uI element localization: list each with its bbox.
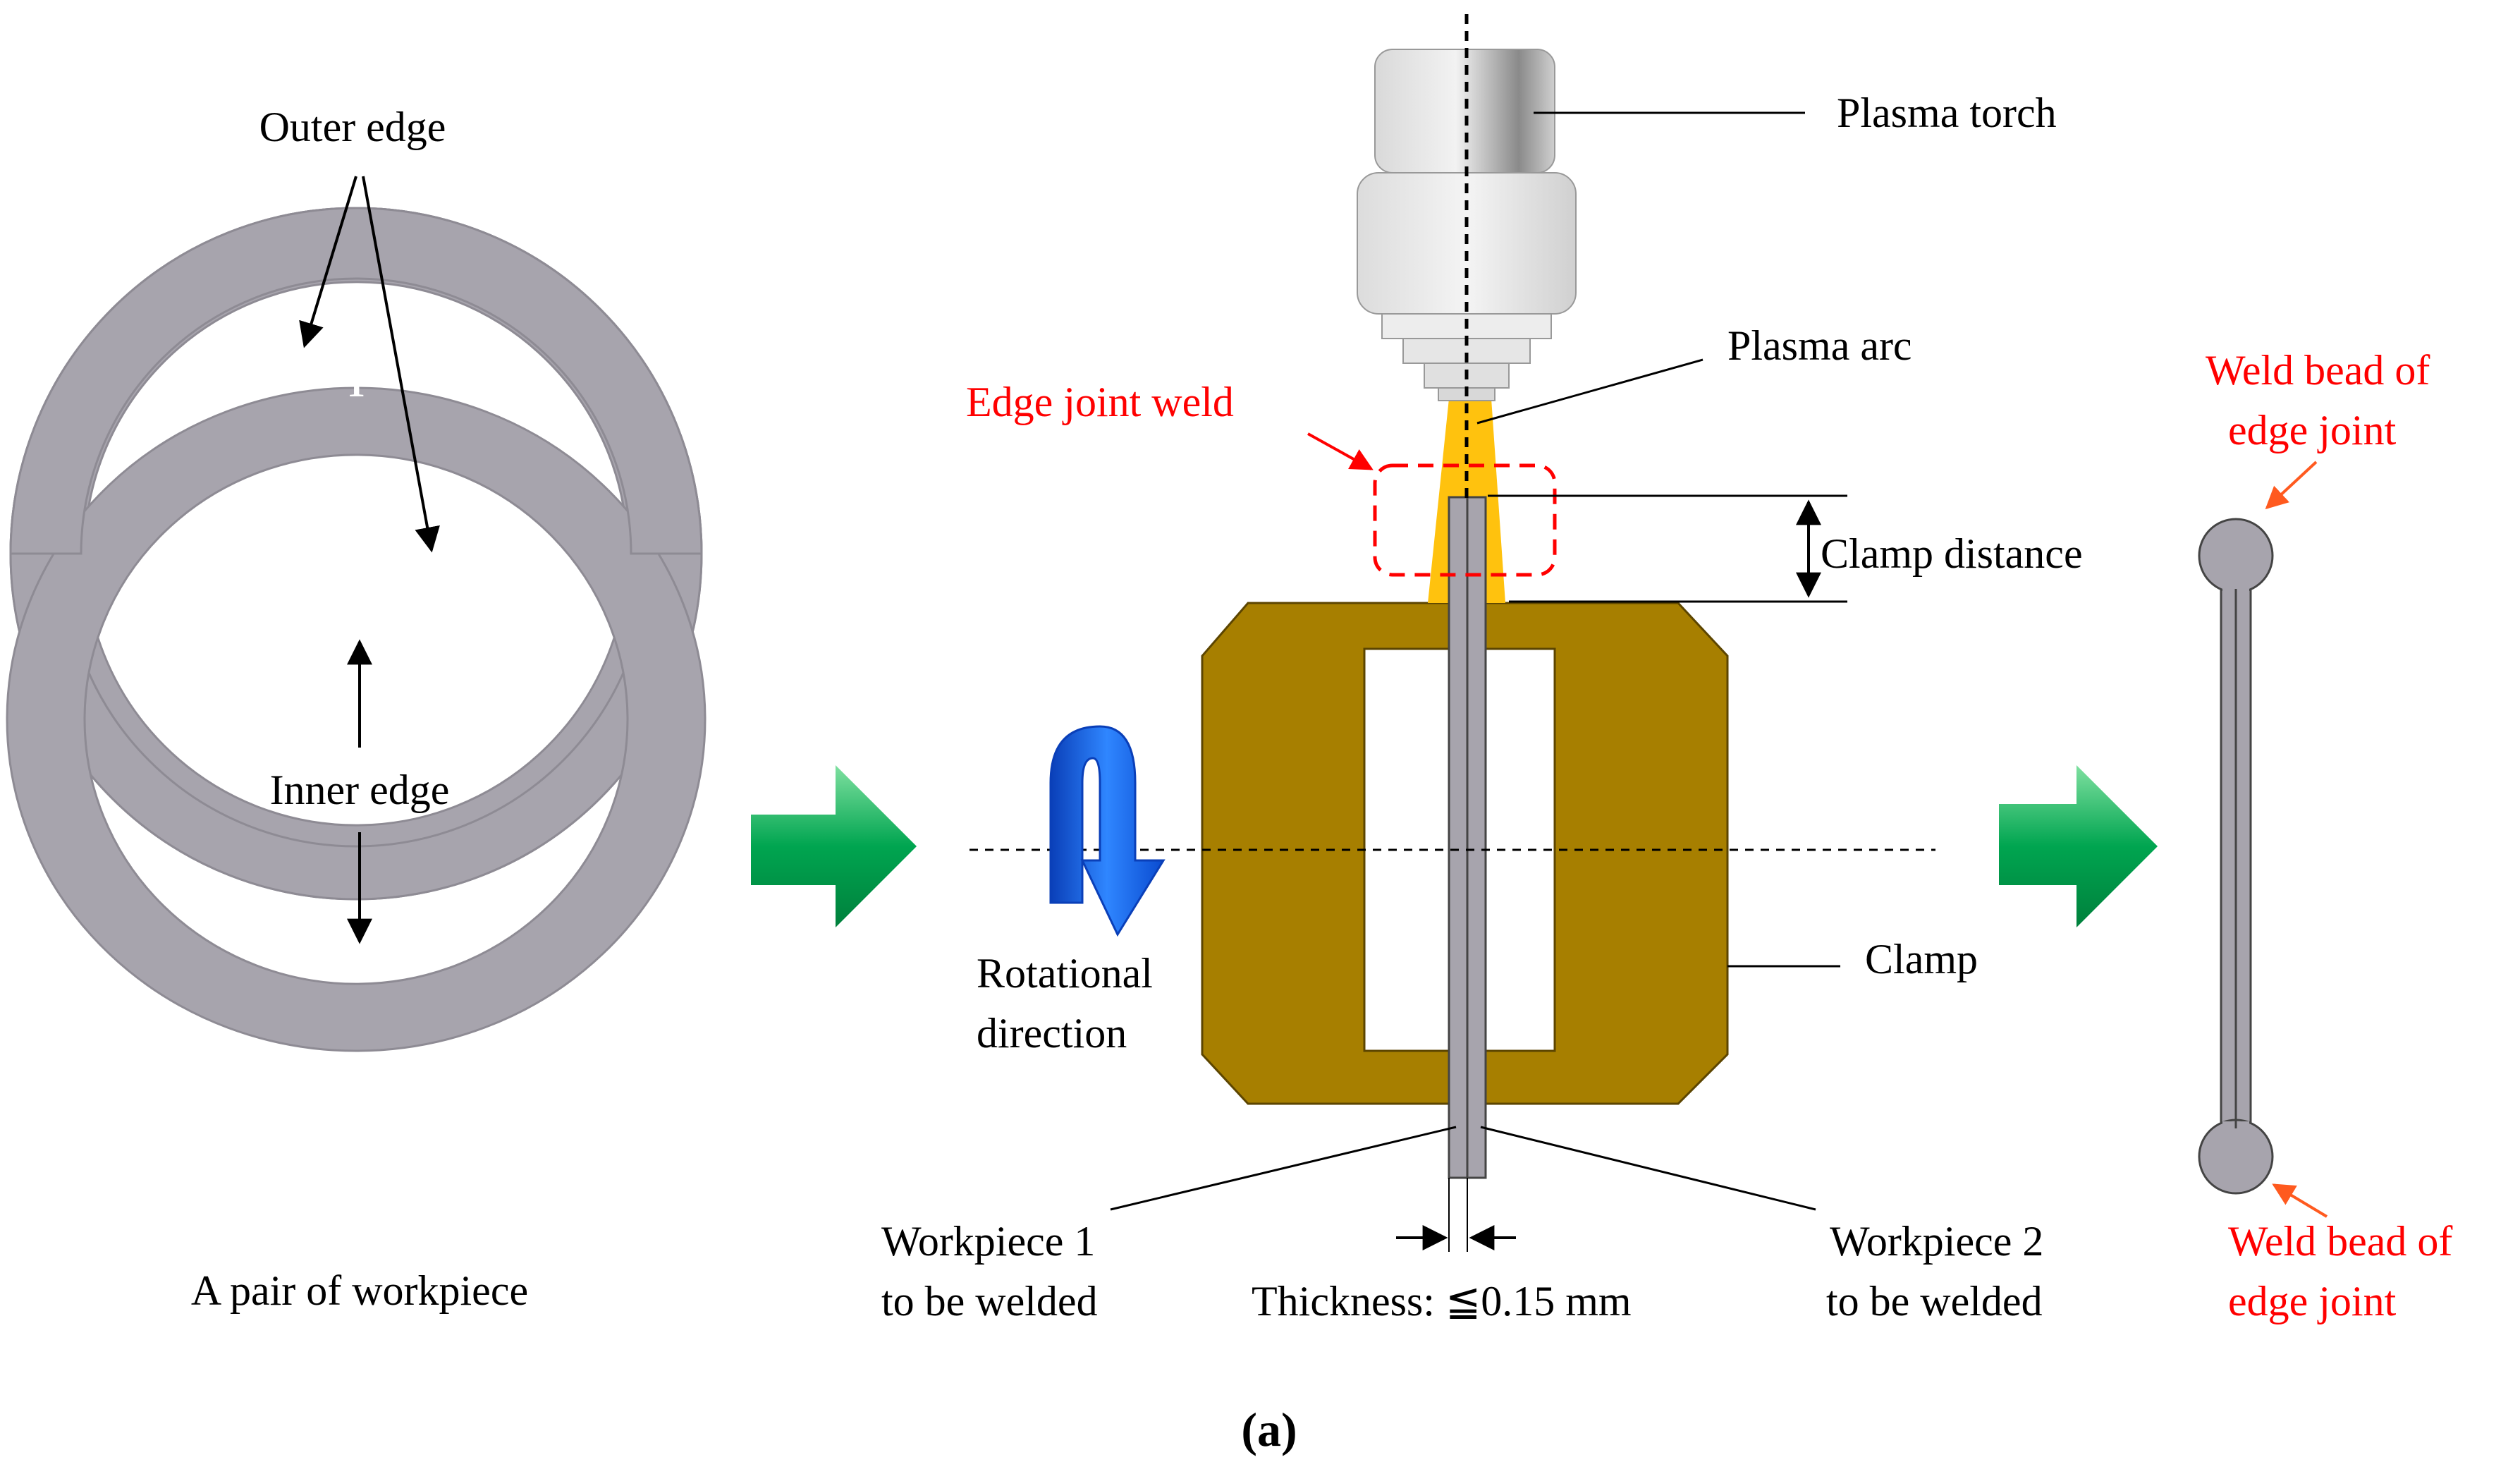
plasma-arc-leader: [1476, 358, 1704, 425]
ring-pair: [6, 207, 707, 1052]
edge-joint-weld-arrow: [1307, 432, 1374, 470]
weld-bead-top-line1: Weld bead of: [2206, 347, 2430, 394]
plasma-torch-label: Plasma torch: [1837, 90, 2057, 136]
weld-bead-bottom-line2: edge joint: [2228, 1278, 2397, 1324]
rotational-direction-line2: direction: [977, 1010, 1127, 1056]
edge-joint-weld-box: [1373, 463, 1557, 577]
ring-2-number: 2: [347, 562, 365, 602]
outer-edge-arrow-2: [362, 176, 440, 553]
thickness-label: Thickness: ≦0.15 mm: [1252, 1278, 1632, 1324]
weld-bead-bottom-line1: Weld bead of: [2228, 1218, 2452, 1265]
clamp-label: Clamp: [1865, 936, 1978, 982]
workpiece-1-leader: [1110, 1126, 1457, 1211]
clamp-distance-label: Clamp distance: [1821, 530, 2083, 577]
workpiece-1-line1: Workpiece 1: [881, 1218, 1095, 1265]
figure-caption: (a): [1241, 1403, 1297, 1456]
workpiece-2-leader: [1480, 1126, 1816, 1211]
workpiece-ring-1-overlap: [9, 207, 703, 555]
edge-joint-weld-label: Edge joint weld: [966, 379, 1234, 425]
weld-bead-top-arrow: [2265, 461, 2318, 510]
rotational-direction-line1: Rotational: [977, 950, 1153, 997]
workpiece-1-line2: to be welded: [881, 1278, 1098, 1324]
rotation-arrow: [1049, 725, 1166, 937]
ring-1-number: 1: [347, 365, 365, 405]
plasma-arc-label: Plasma arc: [1727, 322, 1912, 369]
pair-caption: A pair of workpiece: [191, 1267, 528, 1314]
weld-bead-bottom-arrow: [2272, 1183, 2328, 1218]
workpiece-2-line1: Workpiece 2: [1830, 1218, 2043, 1265]
workpiece-2-line2: to be welded: [1826, 1278, 2043, 1324]
weld-bead-top-line2: edge joint: [2228, 407, 2397, 453]
workpiece-2-strip: [1466, 496, 1487, 1179]
workpiece-inner-ring: [6, 386, 707, 1052]
welded-joint: [2198, 518, 2274, 1195]
outer-edge-label: Outer edge: [259, 104, 446, 150]
workpiece-1-strip: [1448, 496, 1469, 1179]
inner-edge-label: Inner edge: [270, 767, 450, 813]
process-arrow-1: [751, 765, 917, 927]
outer-edge-arrow-1: [299, 176, 357, 348]
process-arrow-2: [1999, 765, 2158, 927]
